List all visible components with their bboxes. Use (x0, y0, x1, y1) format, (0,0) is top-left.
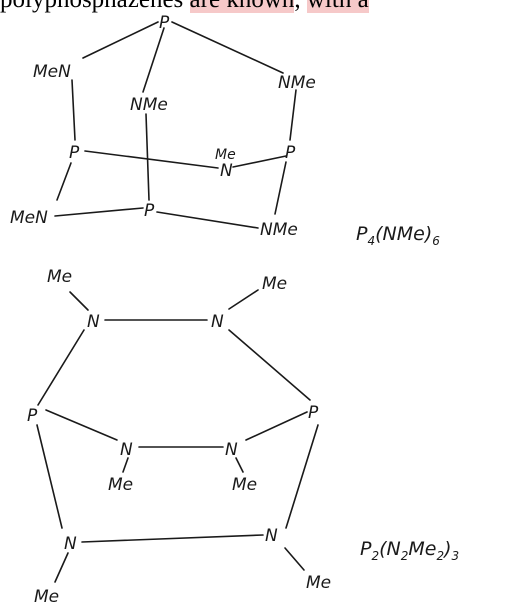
atom-label: MeN (33, 62, 71, 82)
atom-label: P (69, 143, 80, 163)
atom-label: Me (232, 475, 257, 495)
atom-label: Me (262, 274, 287, 294)
atom-label: N (64, 534, 77, 554)
bond (84, 150, 219, 169)
bond (285, 424, 319, 529)
bond (228, 289, 259, 310)
bond (245, 411, 308, 441)
atom-label: N (211, 312, 224, 332)
header-text: polyphosphazenes are known, with a (0, 0, 369, 14)
atom-label: N (120, 440, 133, 460)
bond (156, 211, 259, 229)
bond (274, 161, 287, 215)
bond (171, 21, 284, 74)
bond (81, 534, 264, 543)
atom-label: Me (34, 587, 59, 605)
bond (56, 162, 72, 201)
bond (145, 113, 150, 201)
bond (71, 79, 76, 141)
atom-label: Me (108, 475, 133, 495)
atom-label: NMe (260, 220, 298, 240)
atom-label: MeN (10, 208, 48, 228)
bond (122, 457, 129, 473)
bond (232, 155, 287, 168)
bond (45, 409, 118, 441)
header-part-2: are known (189, 0, 295, 13)
atom-label: Me (215, 147, 236, 163)
header-part-3: , (294, 0, 307, 13)
atom-label: N (225, 440, 238, 460)
formula-p2-n2me2-3: P2(N2Me2)3 (360, 538, 459, 563)
bond (228, 329, 311, 401)
atom-label: Me (47, 267, 72, 287)
atom-label: Me (306, 573, 331, 593)
atom-label: P (27, 406, 38, 426)
bond (82, 21, 159, 59)
bond (37, 329, 85, 406)
atom-label: NMe (130, 95, 168, 115)
formula-p4-nme6: P4(NMe)6 (356, 223, 440, 248)
bond (142, 27, 165, 93)
bond (36, 424, 63, 529)
molecule2-atoms: Me Me N N P P N N Me Me N N Me Me (27, 267, 331, 605)
atom-label: N (87, 312, 100, 332)
bond (289, 89, 297, 141)
atom-label: NMe (278, 73, 316, 93)
atom-label: P (308, 403, 319, 423)
bond (284, 547, 305, 571)
molecule2-bonds (36, 289, 319, 583)
header-part-1: polyphosphazenes (0, 0, 190, 13)
bond (54, 207, 144, 217)
atom-label: N (265, 526, 278, 546)
atom-label: N (220, 161, 233, 181)
header-part-4: with a (306, 0, 369, 13)
molecule1-bonds (54, 21, 297, 229)
atom-label: P (285, 143, 296, 163)
bond (54, 552, 69, 583)
molecule1-atoms: P MeN NMe NMe P Me N P MeN P NMe (10, 13, 316, 240)
atom-label: P (144, 201, 155, 221)
bond (235, 457, 244, 473)
bond (69, 291, 89, 311)
atom-label: P (159, 13, 170, 33)
